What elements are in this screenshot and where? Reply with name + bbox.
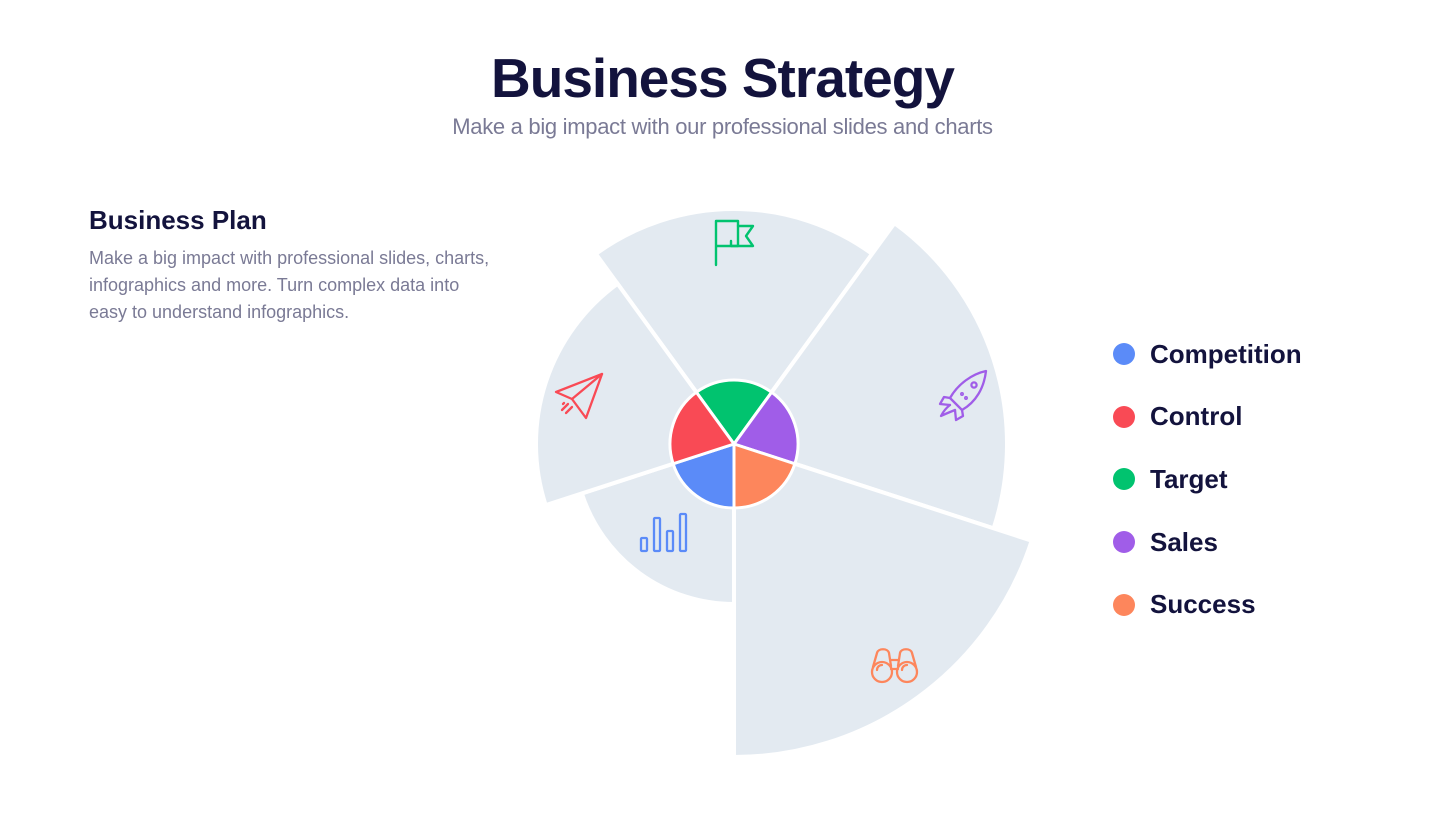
business-plan-description: Make a big impact with professional slid…: [89, 248, 490, 322]
legend-label: Control: [1150, 401, 1243, 432]
page-subtitle: Make a big impact with our professional …: [452, 114, 993, 139]
business-plan-heading: Business Plan: [89, 205, 267, 235]
bar-chart-icon: [639, 512, 688, 553]
legend-item-competition: Competition: [1113, 336, 1302, 372]
inner-slice-sales: [731, 390, 800, 466]
rocket-icon: [938, 369, 988, 422]
legend-dot-icon: [1113, 405, 1135, 428]
sector-success: [732, 441, 1035, 760]
legend-item-success: Success: [1113, 587, 1302, 623]
legend-item-control: Control: [1113, 399, 1302, 435]
legend-dot-icon: [1113, 468, 1135, 491]
chart-legend: Competition Control Target Sales Success: [1113, 336, 1302, 649]
legend-item-sales: Sales: [1113, 524, 1302, 560]
legend-dot-icon: [1113, 343, 1135, 365]
legend-label: Competition: [1150, 338, 1302, 369]
legend-label: Sales: [1150, 526, 1218, 557]
binoculars-icon: [870, 648, 919, 684]
inner-slice-success: [732, 441, 797, 510]
legend-label: Target: [1150, 463, 1228, 494]
inner-slice-target: [694, 378, 774, 447]
legend-dot-icon: [1113, 593, 1135, 616]
inner-pie: [668, 378, 800, 510]
inner-slice-control: [668, 390, 737, 466]
legend-item-target: Target: [1113, 461, 1302, 497]
sector-target: [593, 206, 875, 448]
sector-sales: [730, 220, 1009, 531]
flag-icon: [714, 219, 755, 267]
legend-label: Success: [1150, 589, 1256, 620]
paper-plane-icon: [554, 372, 604, 420]
legend-dot-icon: [1113, 531, 1135, 554]
page-title: Business Strategy: [491, 47, 955, 109]
